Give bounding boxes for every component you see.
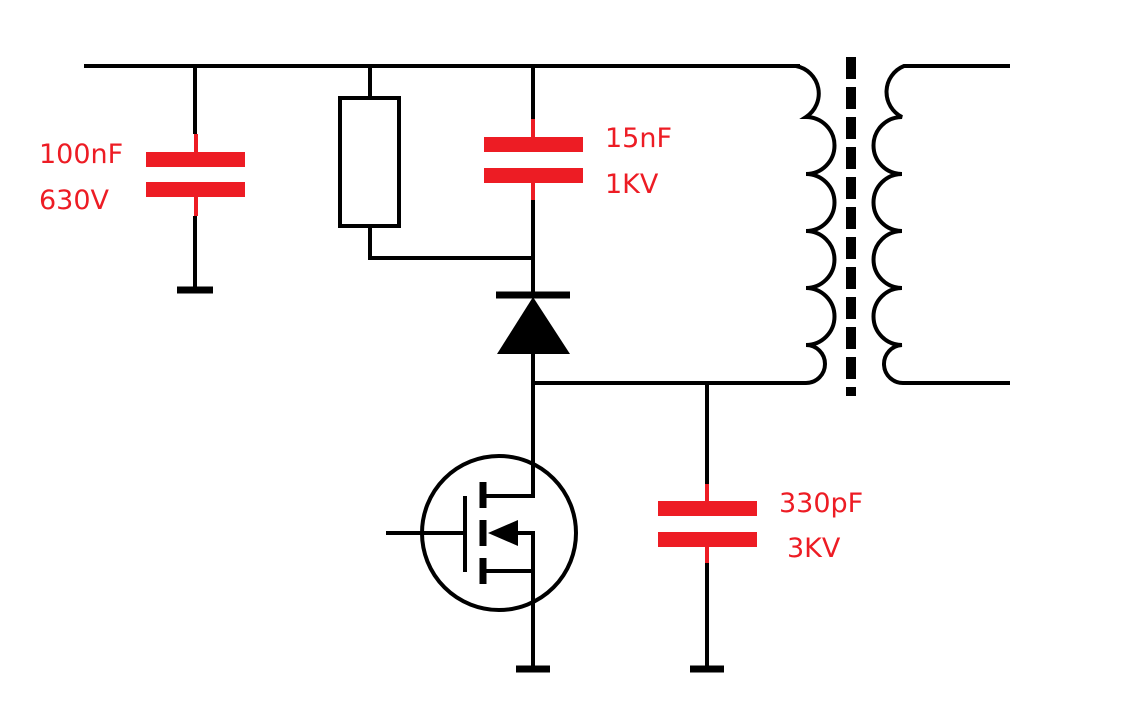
transformer-primary-winding [795,64,837,385]
mosfet [386,383,578,666]
capacitor-100nf [146,66,245,288]
resistor [338,66,535,260]
capacitor-15nf [484,66,583,294]
capacitor-330pf-value-label: 330pF [779,488,864,519]
capacitor-330pf [658,383,757,666]
capacitor-100nf-voltage-label: 630V [39,185,110,216]
capacitor-330pf-voltage-label: 3KV [787,533,841,564]
diode [496,291,570,385]
capacitor-15nf-voltage-label: 1KV [605,169,659,200]
capacitor-100nf-value-label: 100nF [39,139,124,170]
transformer-secondary-winding [871,64,1010,386]
capacitor-15nf-value-label: 15nF [605,123,672,154]
